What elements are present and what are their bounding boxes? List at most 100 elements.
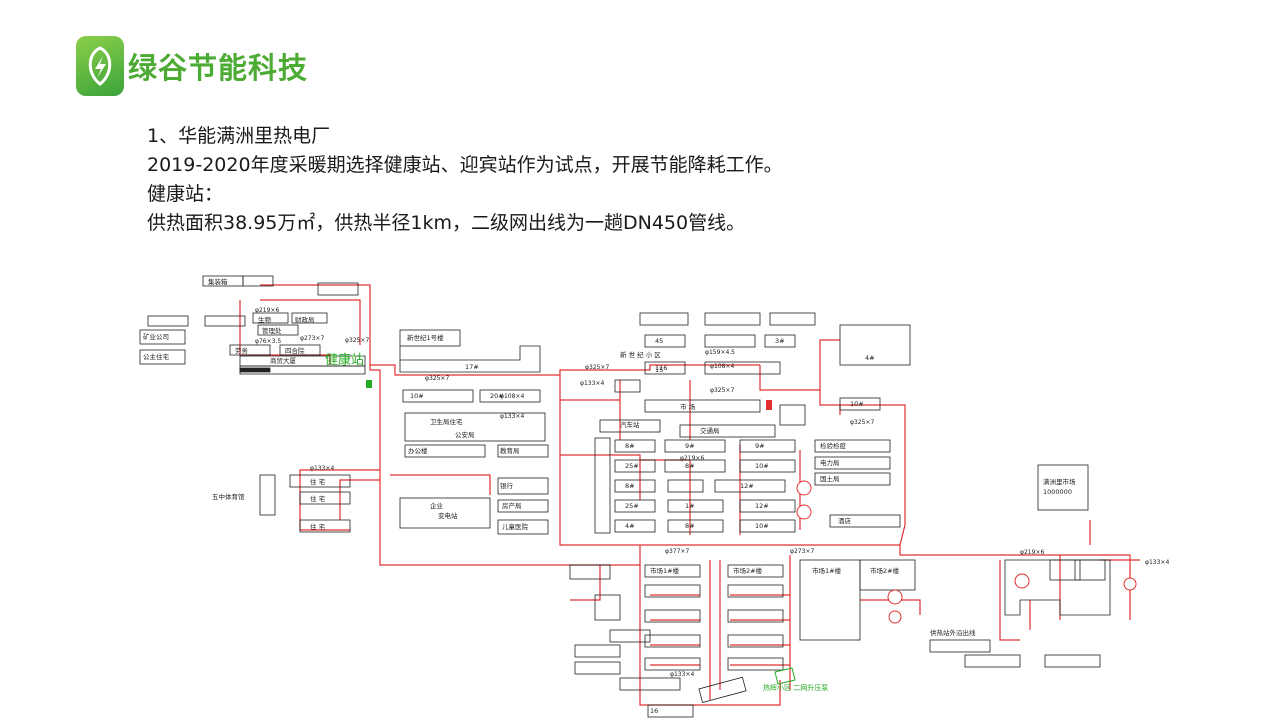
building-label: 市场2#楼 <box>870 566 900 575</box>
pipe-label: φ133×4 <box>1145 559 1169 566</box>
pipe-label: φ133×4 <box>670 671 694 678</box>
building-label: 变电站 <box>438 511 458 520</box>
building-label: 10# <box>850 400 864 408</box>
building-label: 酒店 <box>838 516 852 525</box>
station-heading: 健康站： <box>147 183 224 205</box>
building-label: 卫生局住宅 <box>430 417 463 426</box>
slide-title: 1、华能满洲里热电厂 <box>147 125 331 147</box>
building-label: 公主住宅 <box>143 352 170 361</box>
leaf-icon <box>76 36 124 96</box>
pipe-label: φ273×7 <box>300 335 324 342</box>
pipe-label: φ219×6 <box>255 307 279 314</box>
building-label: 商贸大厦 <box>270 356 297 365</box>
pipe-label: φ108×4 <box>710 363 734 370</box>
building-labels: 集装箱 生物 财政局 管理处 劳务 四合院 商贸大厦 矿业公司 公主住宅 新世纪… <box>143 277 1076 715</box>
building-outlines <box>139 275 1111 718</box>
pump-marker <box>774 667 796 685</box>
building-label: 五中体育馆 <box>212 492 245 501</box>
building-label: 20# <box>490 392 504 400</box>
building-label: 矿业公司 <box>143 332 169 341</box>
brand-logo: 绿谷节能科技 <box>76 36 308 96</box>
building-label: 市场2#楼 <box>733 566 763 575</box>
building-label: 8# <box>625 442 635 450</box>
pipe-label: φ325×7 <box>345 337 369 344</box>
building-label: 25# <box>625 502 639 510</box>
pipe-label: φ219×6 <box>1020 549 1044 556</box>
pipe-label: φ273×7 <box>790 548 814 555</box>
building-label: 住 宅 <box>310 522 326 531</box>
building-label: 9# <box>685 442 695 450</box>
building-label: 劳务 <box>235 346 249 355</box>
building-label: 12# <box>755 502 769 510</box>
building-label: 电力局 <box>820 458 840 467</box>
building-label: 市 场 <box>680 402 696 411</box>
building-label: 企业 <box>430 501 444 510</box>
pipe-label: φ325×7 <box>425 375 449 382</box>
slide-text: 1、华能满洲里热电厂 2019-2020年度采暖期选择健康站、迎宾站作为试点，开… <box>147 122 783 238</box>
building-label: 10# <box>410 392 424 400</box>
valve-markers <box>366 380 1137 624</box>
building-label: 检验检疫 <box>820 441 847 450</box>
brand-name: 绿谷节能科技 <box>128 51 309 85</box>
building-label: 生物 <box>258 315 272 324</box>
building-label: 管理处 <box>262 326 282 335</box>
building-label: 10# <box>755 462 769 470</box>
building-label: 住 宅 <box>310 477 326 486</box>
building-label: 16 <box>650 707 658 715</box>
building-label: 市场1#楼 <box>650 566 680 575</box>
building-label: 10# <box>755 522 769 530</box>
building-label: 8# <box>625 482 635 490</box>
building-label: 9# <box>755 442 765 450</box>
highlight-labels: 健康站 热辉小区 二网升压泵 <box>325 352 828 692</box>
building-label: 满洲里市场 <box>1043 477 1076 486</box>
pipe-label: φ133×4 <box>500 413 524 420</box>
building-label: 四合院 <box>285 346 305 355</box>
building-label: 市场1#楼 <box>812 566 842 575</box>
building-label: 财政局 <box>295 315 315 324</box>
pipe-label: φ76×3.5 <box>255 338 281 345</box>
building-label: 15 <box>655 366 663 374</box>
building-label: 银行 <box>500 481 514 490</box>
building-label: 1# <box>685 502 695 510</box>
building-label: 4# <box>865 354 875 362</box>
zone-label: 新 世 纪 小 区 <box>620 350 661 359</box>
building-label: 办公楼 <box>408 446 428 455</box>
pipe-label: φ133×4 <box>310 465 334 472</box>
pipe-label: φ325×7 <box>585 364 609 371</box>
station-detail: 供热面积38.95万㎡，供热半径1km，二级网出线为一趟DN450管线。 <box>147 212 746 234</box>
building-label: 公安局 <box>455 430 475 439</box>
building-label: 3# <box>775 337 785 345</box>
pipe-label: φ219×6 <box>680 455 704 462</box>
pump-label: 热辉小区 二网升压泵 <box>763 683 828 692</box>
station-label: 健康站 <box>325 352 364 368</box>
building-label: 房产局 <box>502 501 522 510</box>
slide-intro: 2019-2020年度采暖期选择健康站、迎宾站作为试点，开展节能降耗工作。 <box>147 154 783 176</box>
pipe-label: φ325×7 <box>710 387 734 394</box>
building-label: 8# <box>685 462 695 470</box>
building-label: 新世纪1号楼 <box>407 333 444 342</box>
building-label: 116 <box>655 364 667 372</box>
building-label: 住 宅 <box>310 494 326 503</box>
building-label: 供热站外沿出线 <box>930 628 976 637</box>
building-label: 4# <box>625 522 635 530</box>
pipe-label: φ159×4.5 <box>705 349 735 356</box>
pipe-label: φ108×4 <box>500 393 524 400</box>
building-label: 国土局 <box>820 474 840 483</box>
building-label: 儿童医院 <box>502 522 529 531</box>
building-label: 教育局 <box>500 446 520 455</box>
building-label: 汽车站 <box>620 420 640 429</box>
building-label: 交通局 <box>700 426 720 435</box>
building-label: 17# <box>465 363 479 371</box>
pipe-labels: φ219×6 φ273×7 φ76×3.5 φ325×7 φ325×7 φ325… <box>255 307 1169 678</box>
building-label: 8# <box>685 522 695 530</box>
pipe-label: φ377×7 <box>665 548 689 555</box>
building-label: 12# <box>740 482 754 490</box>
building-label: 45 <box>655 337 663 345</box>
building-label: 1000000 <box>1043 488 1072 496</box>
pipe-network <box>239 284 1140 706</box>
building-label: 25# <box>625 462 639 470</box>
pipe-label: φ133×4 <box>580 380 604 387</box>
pipe-label: φ325×7 <box>850 419 874 426</box>
building-label: 集装箱 <box>208 277 228 286</box>
